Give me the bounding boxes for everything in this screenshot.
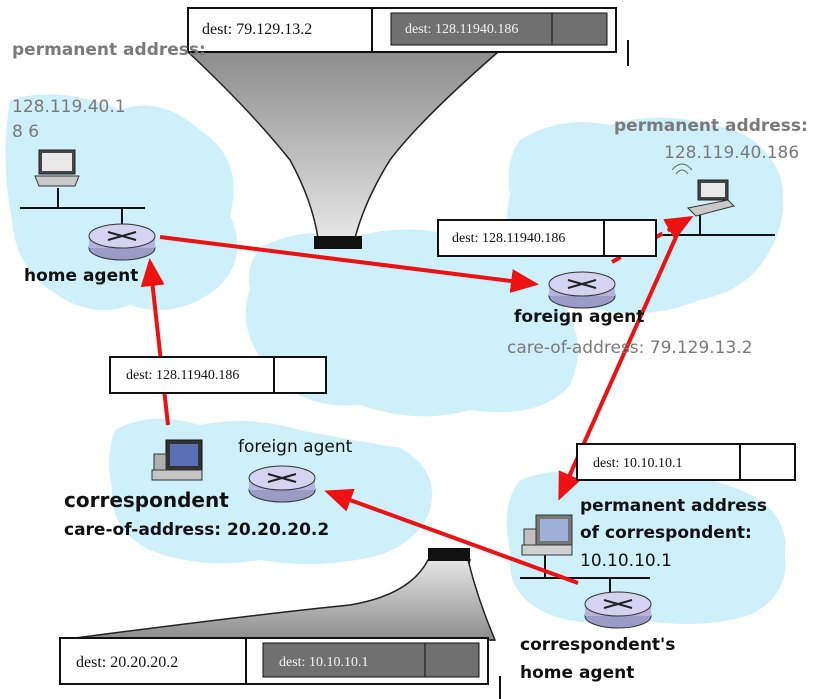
correspondent-permanent-address-value: 10.10.10.1: [580, 551, 672, 571]
home-forward-packet-dest: dest: 128.11940.186: [126, 368, 240, 383]
home-permanent-address-label: permanent address:: [12, 40, 206, 60]
visited-network-cloud: [507, 117, 784, 314]
correspondent-foreign-agent-label: foreign agent: [238, 437, 353, 457]
home-agent-router-icon: [88, 223, 156, 261]
correspondent-label: correspondent: [64, 488, 229, 512]
foreign-care-of-address: care-of-address: 79.129.13.2: [507, 338, 753, 358]
correspondent-home-agent-line2: home agent: [520, 663, 635, 683]
top-encapsulated-packet: [187, 7, 629, 66]
bottom-tunnel-endpoint: [428, 548, 470, 561]
visited-permanent-address-label: permanent address:: [614, 116, 808, 136]
internet-cloud: [245, 229, 578, 417]
home-agent-label: home agent: [24, 266, 139, 286]
top-tunnel-funnel: [186, 51, 501, 239]
foreign-agent-router-icon: [548, 271, 616, 309]
reply-packet-dest: dest: 10.10.10.1: [593, 456, 683, 471]
correspondent-home-agent-line1: correspondent's: [520, 635, 676, 655]
top-tunnel-endpoint: [314, 236, 362, 249]
bottom-encapsulated-packet: [59, 637, 501, 699]
home-forwarded-packet: [109, 356, 327, 394]
top-packet-outer-dest: dest: 79.129.13.2: [202, 21, 313, 38]
correspondent-reply-packet: [576, 443, 796, 481]
home-permanent-address-value: 128.119.40.18 6: [12, 97, 126, 142]
correspondent-home-agent-router-icon: [584, 591, 652, 629]
correspondent-foreign-agent-router-icon: [248, 465, 316, 503]
correspondent-home-computer-icon: [521, 514, 573, 556]
foreign-agent-label: foreign agent: [514, 307, 645, 327]
correspondent-permanent-address-line2: of correspondent:: [580, 523, 752, 543]
top-packet-inner-dest: dest: 128.11940.186: [405, 22, 519, 37]
bottom-packet-inner-dest: dest: 10.10.10.1: [279, 655, 369, 670]
correspondent-computer-icon: [151, 439, 203, 481]
foreign-packet-dest: dest: 128.11940.186: [452, 231, 566, 246]
visited-permanent-address-value: 128.119.40.186: [664, 143, 800, 163]
lan-lines: [20, 188, 775, 595]
correspondent-care-of-address: care-of-address: 20.20.20.2: [64, 520, 330, 540]
correspondent-permanent-address-line1: permanent address: [580, 496, 768, 516]
correspondent-home-network-cloud: [506, 469, 786, 624]
bottom-funnel-body: [59, 559, 497, 641]
home-network-cloud: [5, 94, 238, 310]
foreign-delivered-packet: [437, 219, 657, 257]
mobile-laptop-icon: [671, 163, 735, 217]
home-laptop-icon: [34, 149, 80, 187]
bottom-packet-outer-dest: dest: 20.20.20.2: [76, 654, 179, 671]
